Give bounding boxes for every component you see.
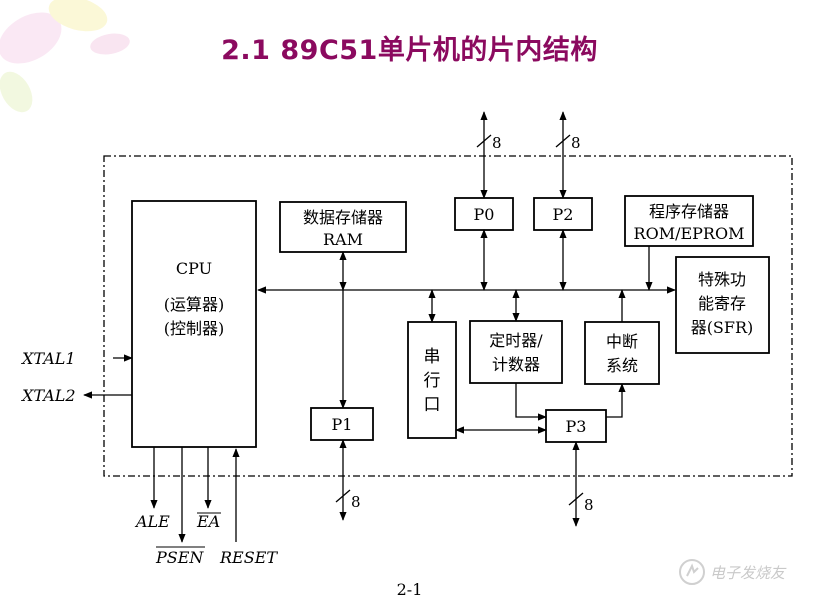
p0-bus-width: 8 bbox=[492, 134, 502, 152]
sfr-block: 特殊功 能寄存 器(SFR) bbox=[675, 256, 770, 354]
cpu-controller-label: (控制器) bbox=[164, 319, 225, 338]
corner-flower-decoration bbox=[0, 0, 130, 113]
p2-bus-width: 8 bbox=[571, 134, 581, 152]
timer-label-2: 计数器 bbox=[492, 355, 540, 374]
p3-label: P3 bbox=[566, 417, 587, 436]
reset-label: RESET bbox=[219, 548, 278, 567]
page-number: 2-1 bbox=[396, 580, 423, 599]
sfr-label-2: 能寄存 bbox=[698, 294, 746, 313]
p0-block: P0 bbox=[454, 197, 514, 231]
interrupt-system-block: 中断 系统 bbox=[584, 321, 660, 385]
rom-block: 程序存储器 ROM/EPROM bbox=[624, 195, 754, 247]
sfr-label-3: 器(SFR) bbox=[691, 318, 754, 337]
interrupt-label-2: 系统 bbox=[606, 356, 638, 375]
timer-counter-block: 定时器/ 计数器 bbox=[469, 320, 563, 384]
p1-label: P1 bbox=[332, 415, 353, 434]
p1-block: P1 bbox=[310, 407, 374, 441]
watermark-icon bbox=[679, 559, 705, 585]
p2-label: P2 bbox=[553, 205, 574, 224]
p3-bus-width: 8 bbox=[584, 496, 594, 514]
ram-label-cn: 数据存储器 bbox=[303, 208, 383, 227]
page-title: 2.1 89C51单片机的片内结构 bbox=[221, 35, 598, 66]
ram-label-en: RAM bbox=[323, 230, 363, 249]
p1-bus-width: 8 bbox=[351, 493, 361, 511]
rom-label-en: ROM/EPROM bbox=[634, 224, 745, 243]
p3-block: P3 bbox=[545, 409, 607, 443]
p2-block: P2 bbox=[533, 197, 593, 231]
cpu-block: CPU (运算器) (控制器) bbox=[131, 200, 257, 448]
sfr-label-1: 特殊功 bbox=[698, 270, 746, 289]
xtal2-label: XTAL2 bbox=[20, 386, 76, 405]
ram-block: 数据存储器 RAM bbox=[279, 201, 407, 253]
ea-label: EA bbox=[196, 512, 220, 531]
serial-port-block: 串 行 口 bbox=[407, 321, 457, 439]
watermark-logo: 电子发烧友 bbox=[676, 556, 806, 590]
ale-label: ALE bbox=[134, 512, 170, 531]
rom-label-cn: 程序存储器 bbox=[649, 202, 729, 221]
serial-label-3: 口 bbox=[424, 395, 441, 415]
cpu-alu-label: (运算器) bbox=[164, 295, 225, 314]
p0-label: P0 bbox=[474, 205, 495, 224]
serial-label-1: 串 bbox=[424, 347, 441, 367]
cpu-label: CPU bbox=[176, 259, 212, 278]
psen-label: PSEN bbox=[155, 548, 204, 567]
chip-boundary bbox=[103, 155, 793, 477]
watermark-text: 电子发烧友 bbox=[710, 564, 786, 582]
xtal1-label: XTAL1 bbox=[20, 349, 76, 368]
timer-label-1: 定时器/ bbox=[489, 331, 543, 350]
interrupt-label-1: 中断 bbox=[606, 332, 638, 351]
serial-label-2: 行 bbox=[424, 371, 441, 391]
